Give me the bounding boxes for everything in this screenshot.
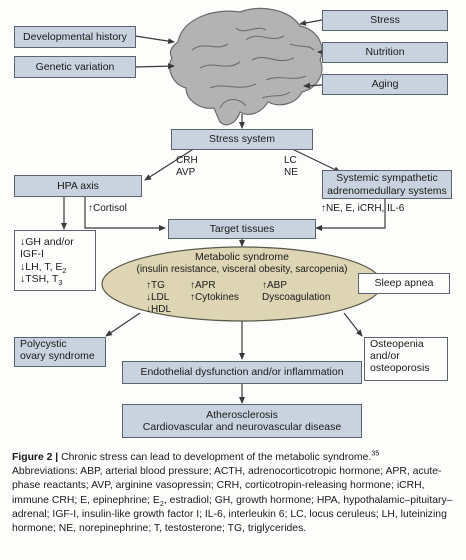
atherosclerosis-box: Atherosclerosis Cardiovascular and neuro…	[122, 404, 362, 438]
vascular-changes: ↑ABP Dyscoagulation	[262, 280, 331, 303]
metabolic-syndrome-title: Metabolic syndrome	[195, 251, 289, 263]
osteopenia-box: Osteopenia and/or osteoporosis	[364, 337, 448, 381]
sympathetic-mediators-label: ↑NE, E, iCRH, IL-6	[321, 203, 405, 214]
caption-title: Chronic stress can lead to development o…	[58, 452, 372, 463]
stress-system-box: Stress system	[171, 129, 313, 150]
stress-box: Stress	[322, 10, 448, 31]
inflammation-changes: ↑APR ↑Cytokines	[190, 280, 239, 303]
brain-icon	[169, 7, 323, 126]
hormone-changes-box: ↓GH and/or IGF-I ↓LH, T, E2 ↓TSH, T3	[14, 230, 96, 291]
caption-reference: 35	[371, 448, 380, 458]
endothelial-dysfunction-box: Endothelial dysfunction and/or inflammat…	[122, 361, 362, 384]
cortisol-label: ↑Cortisol	[88, 203, 127, 214]
aging-box: Aging	[322, 74, 448, 95]
figure-caption: Figure 2 | Chronic stress can lead to de…	[12, 448, 456, 536]
sleep-apnea-box: Sleep apnea	[358, 273, 450, 294]
input-arrows	[61, 19, 386, 404]
developmental-history-box: Developmental history	[14, 26, 136, 48]
caption-abbreviations: Abbreviations: ABP, arterial blood press…	[12, 466, 453, 535]
lipid-changes: ↑TG ↓LDL ↓HDL	[146, 280, 172, 315]
nutrition-box: Nutrition	[322, 42, 448, 63]
hpa-axis-box: HPA axis	[14, 175, 142, 197]
target-tissues-box: Target tissues	[168, 219, 316, 239]
genetic-variation-box: Genetic variation	[14, 56, 136, 78]
metabolic-syndrome-subtitle: (insulin resistance, visceral obesity, s…	[136, 264, 348, 275]
figure-label: Figure 2 |	[12, 452, 59, 463]
